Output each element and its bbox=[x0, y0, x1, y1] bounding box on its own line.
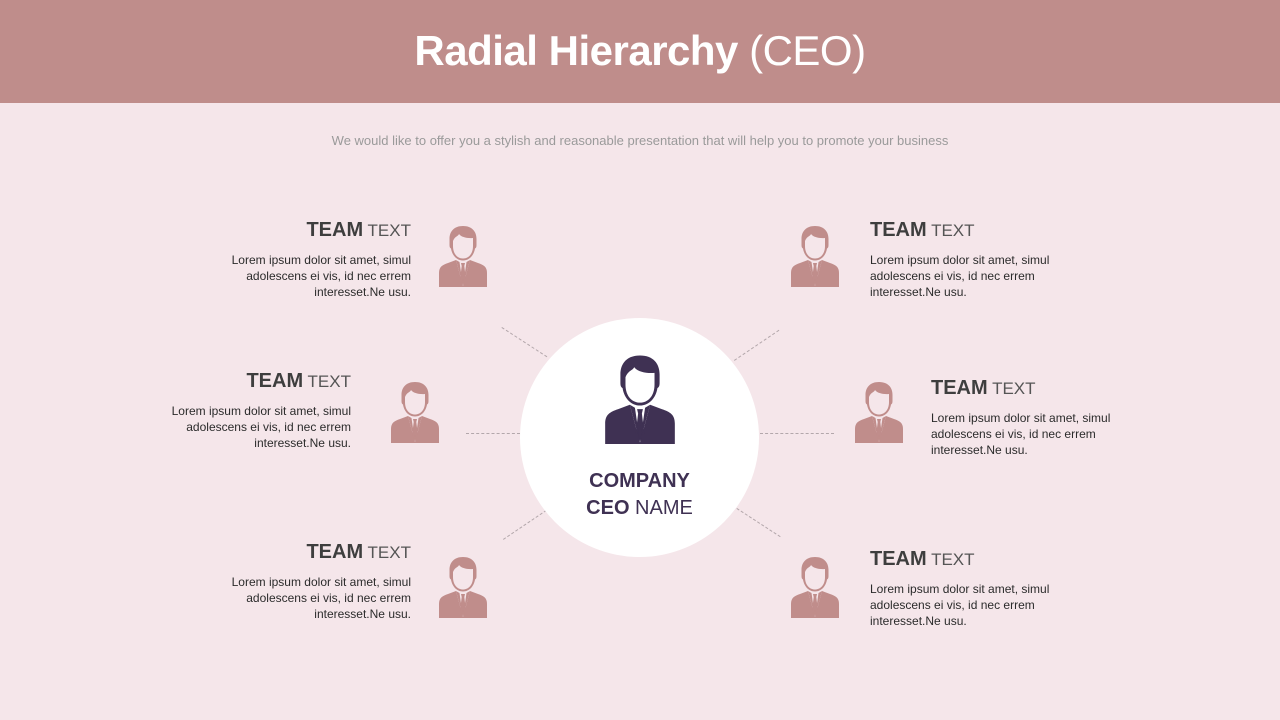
team-person-icon-middle-right bbox=[855, 381, 903, 443]
team-description: Lorem ipsum dolor sit amet, simul adoles… bbox=[931, 411, 1111, 457]
person-suit-icon bbox=[605, 354, 675, 444]
page-title: Radial Hierarchy (CEO) bbox=[414, 26, 866, 75]
connector-middle-left bbox=[466, 433, 520, 434]
team-block-middle-right: TEAM TEXT Lorem ipsum dolor sit amet, si… bbox=[931, 376, 1151, 458]
connector-top-right bbox=[734, 329, 780, 361]
team-person-icon-bottom-right bbox=[791, 556, 839, 618]
subtitle: We would like to offer you a stylish and… bbox=[331, 133, 949, 148]
team-title: TEAM TEXT bbox=[931, 377, 1036, 399]
connector-top-left bbox=[501, 327, 548, 358]
team-person-icon-top-left bbox=[439, 225, 487, 287]
team-block-bottom-right: TEAM TEXT Lorem ipsum dolor sit amet, si… bbox=[870, 547, 1090, 629]
team-title: TEAM TEXT bbox=[306, 219, 411, 241]
title-bold: Radial Hierarchy bbox=[414, 26, 738, 74]
team-block-top-left: TEAM TEXT Lorem ipsum dolor sit amet, si… bbox=[191, 218, 411, 300]
ceo-line-name: CEO NAME bbox=[586, 497, 693, 519]
team-person-icon-bottom-left bbox=[439, 556, 487, 618]
team-person-icon-top-right bbox=[791, 225, 839, 287]
team-description: Lorem ipsum dolor sit amet, simul adoles… bbox=[870, 253, 1050, 299]
title-light: (CEO) bbox=[737, 26, 866, 74]
team-block-bottom-left: TEAM TEXT Lorem ipsum dolor sit amet, si… bbox=[191, 540, 411, 622]
team-title: TEAM TEXT bbox=[246, 370, 351, 392]
team-block-middle-left: TEAM TEXT Lorem ipsum dolor sit amet, si… bbox=[131, 369, 351, 451]
ceo-line-company: COMPANY bbox=[589, 470, 690, 492]
team-title: TEAM TEXT bbox=[870, 219, 975, 241]
team-person-icon-middle-left bbox=[391, 381, 439, 443]
ceo-label: COMPANY CEO NAME bbox=[520, 468, 759, 522]
connector-middle-right bbox=[760, 433, 834, 434]
team-title: TEAM TEXT bbox=[306, 541, 411, 563]
team-description: Lorem ipsum dolor sit amet, simul adoles… bbox=[870, 582, 1050, 628]
team-description: Lorem ipsum dolor sit amet, simul adoles… bbox=[171, 404, 351, 450]
team-title: TEAM TEXT bbox=[870, 548, 975, 570]
team-block-top-right: TEAM TEXT Lorem ipsum dolor sit amet, si… bbox=[870, 218, 1090, 300]
title-bar: Radial Hierarchy (CEO) bbox=[0, 0, 1280, 103]
team-description: Lorem ipsum dolor sit amet, simul adoles… bbox=[231, 575, 411, 621]
team-description: Lorem ipsum dolor sit amet, simul adoles… bbox=[231, 253, 411, 299]
